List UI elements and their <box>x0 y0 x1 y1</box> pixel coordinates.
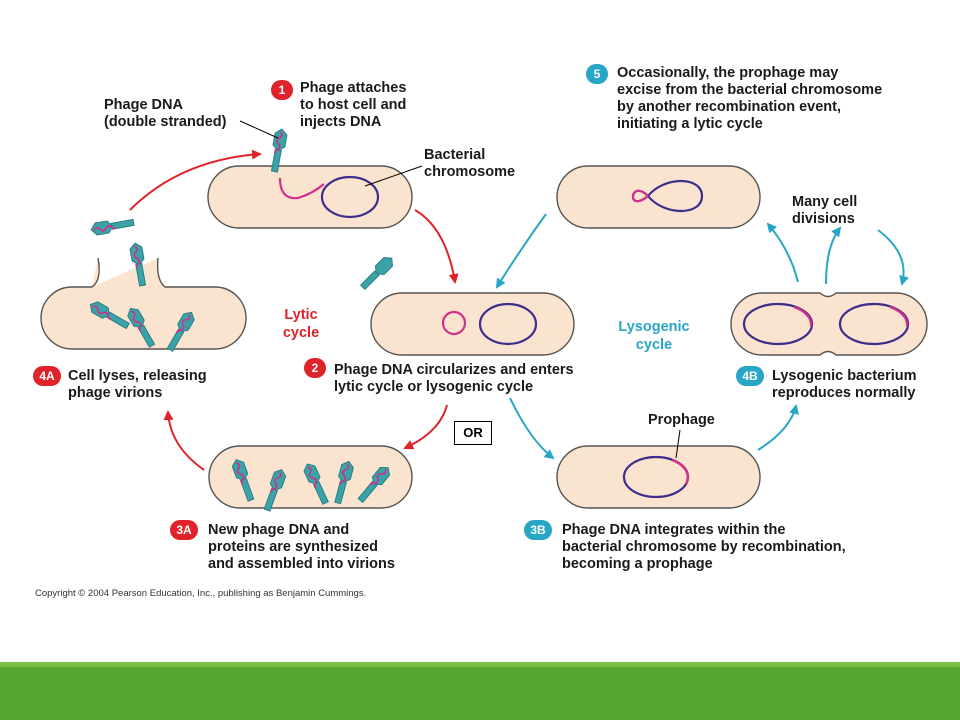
copyright-text: Copyright © 2004 Pearson Education, Inc.… <box>35 588 367 599</box>
step4a-text: Cell lyses, releasing phage virions <box>68 368 207 401</box>
step4b-badge: 4B <box>736 366 764 386</box>
bacterium-step5 <box>556 165 761 229</box>
bacterium-step3b <box>556 429 761 509</box>
lytic-cycle-label: Lytic cycle <box>282 307 320 341</box>
step3a-badge: 3A <box>170 520 198 540</box>
lysogenic-cycle-label: Lysogenic cycle <box>618 319 690 353</box>
bacterium-step4a-lysed <box>40 215 247 354</box>
bacterial-chromosome-label: Bacterial chromosome <box>424 147 516 180</box>
step5-text: Occasionally, the prophage may excise fr… <box>617 65 883 132</box>
step1-text: Phage attaches to host cell and injects … <box>300 80 407 130</box>
step3a-text: New phage DNA and proteins are synthesiz… <box>208 522 395 572</box>
step2-text: Phage DNA circularizes and enters lytic … <box>334 362 574 395</box>
detached-phage <box>359 256 394 291</box>
footer-accent-line <box>0 662 960 667</box>
step4b-text: Lysogenic bacterium reproduces normally <box>772 368 917 401</box>
step1-badge: 1 <box>271 80 293 100</box>
bacterium-step2 <box>370 292 575 356</box>
or-box: OR <box>454 421 492 445</box>
bacterium-step1 <box>207 127 413 229</box>
footer-bar <box>0 662 960 720</box>
lysogenic-arrows <box>495 213 909 460</box>
step2-badge: 2 <box>304 358 326 378</box>
step5-badge: 5 <box>586 64 608 84</box>
lytic-arrows <box>129 149 459 471</box>
step3b-text: Phage DNA integrates within the bacteria… <box>562 522 846 572</box>
many-divisions-label: Many cell divisions <box>792 194 858 227</box>
step3b-badge: 3B <box>524 520 552 540</box>
bacterium-step3a <box>208 445 413 513</box>
prophage-label: Prophage <box>648 412 715 428</box>
phage-dna-label: Phage DNA (double stranded) <box>104 97 227 130</box>
step4a-badge: 4A <box>33 366 61 386</box>
bacterium-step4b-dividing <box>730 292 928 356</box>
